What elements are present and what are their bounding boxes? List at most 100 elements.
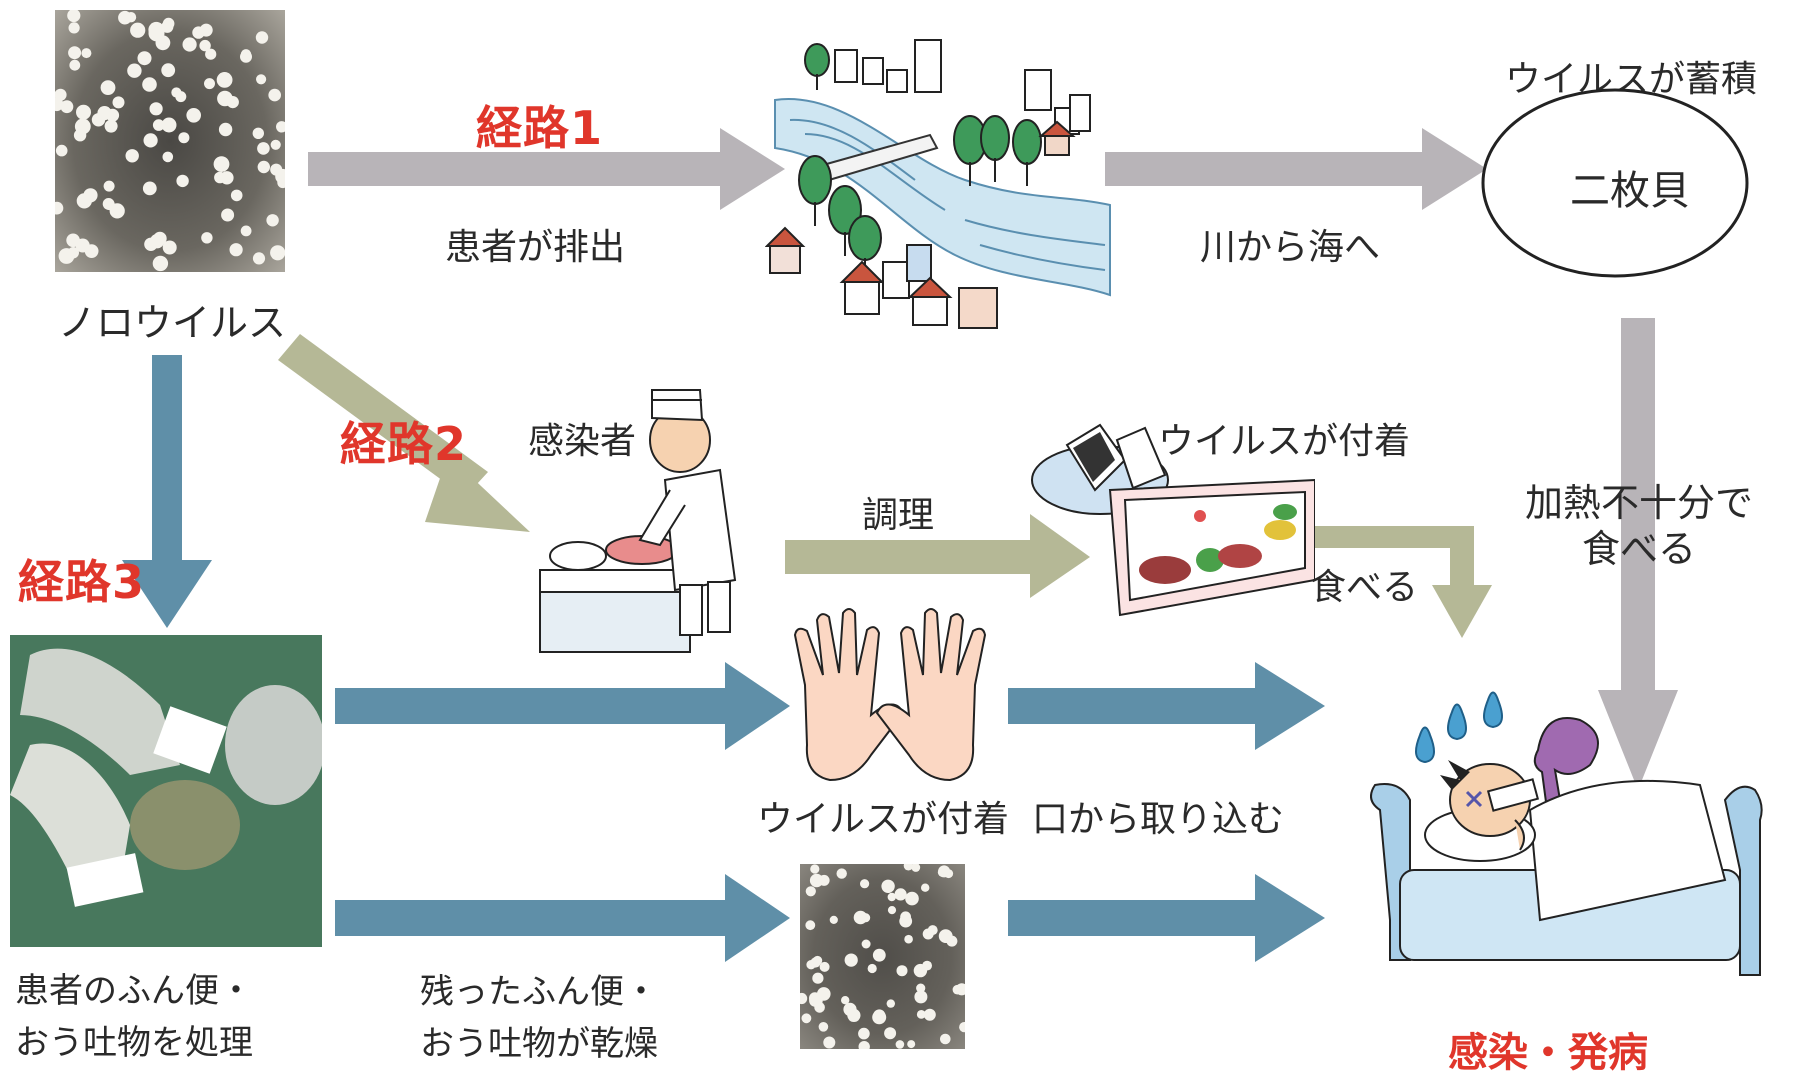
virus-particle xyxy=(860,879,870,889)
virus-particle xyxy=(252,127,264,139)
virus-particle xyxy=(810,864,820,874)
cook-illustration xyxy=(530,370,780,655)
virus-particle xyxy=(104,119,118,133)
virus-particle xyxy=(162,240,177,255)
virus-particle xyxy=(940,1033,951,1045)
virus-particle xyxy=(142,77,157,92)
virus-particle xyxy=(162,151,174,163)
virus-particle xyxy=(73,129,87,142)
virus-particle xyxy=(81,48,92,59)
virus-particle xyxy=(257,160,270,174)
virus-particle xyxy=(887,906,897,915)
cleanup-photo xyxy=(10,635,322,947)
virus-particle xyxy=(955,983,965,996)
virus-particle xyxy=(186,108,201,123)
virus-particle xyxy=(938,865,951,878)
virus-particle xyxy=(905,891,919,906)
arrow-route3-dried xyxy=(335,874,790,962)
virus-particle xyxy=(270,139,281,150)
bivalve-label: 二枚貝 xyxy=(1570,168,1690,214)
virus-particle xyxy=(55,144,68,157)
virus-particle xyxy=(858,1041,870,1049)
virus-particle xyxy=(100,80,116,95)
virus-particle xyxy=(872,1010,887,1025)
eat-label: 食べる xyxy=(1310,567,1419,608)
virus-particle xyxy=(199,39,211,52)
virus-particle xyxy=(67,247,79,259)
sick-person-illustration xyxy=(1370,690,1770,990)
virus-particle xyxy=(230,189,243,202)
bivalve-node: 二枚貝 xyxy=(1480,86,1750,280)
arrow-route3-down xyxy=(122,355,212,628)
virus-particle xyxy=(101,107,112,118)
virus-particle xyxy=(861,939,871,949)
virus-particle xyxy=(218,122,233,137)
virus-particle xyxy=(801,1013,812,1024)
virus-particle xyxy=(911,864,921,872)
virus-particle xyxy=(76,193,92,209)
virus-particle xyxy=(872,948,886,962)
virus-particle xyxy=(69,59,81,71)
ingest-mouth-label: 口から取り込む xyxy=(1032,799,1285,840)
arrow-route2-cooking xyxy=(785,514,1090,598)
route3-label: 経路3 xyxy=(18,555,146,609)
virus-particle xyxy=(216,72,233,88)
virus-particle xyxy=(887,892,896,902)
virus-particle xyxy=(277,177,285,189)
arrow-route2-eat xyxy=(1312,526,1492,638)
virus-particle xyxy=(240,225,252,237)
virus-particle xyxy=(257,142,270,155)
virus-particle xyxy=(55,201,64,215)
virus-particle xyxy=(829,915,838,924)
virus-particle xyxy=(76,104,91,120)
virus-particle xyxy=(112,96,125,109)
arrow-route1-river-sea xyxy=(1105,128,1487,210)
dried-virus-micrograph xyxy=(800,864,965,1049)
virus-particle xyxy=(844,953,858,967)
virus-particle xyxy=(125,149,139,163)
norovirus-micrograph xyxy=(55,10,285,272)
virus-particle xyxy=(130,22,146,38)
virus-particle xyxy=(847,1008,861,1022)
virus-particle xyxy=(812,972,824,984)
virus-particle xyxy=(182,37,197,52)
virus-particle xyxy=(125,12,137,23)
virus-particle xyxy=(899,914,913,928)
virus-particle xyxy=(886,999,895,1008)
cooking-label: 調理 xyxy=(862,495,935,536)
virus-particle xyxy=(800,992,808,1005)
virus-particle xyxy=(143,133,158,148)
virus-particle xyxy=(102,198,115,210)
arrow-route2-diagonal xyxy=(278,334,530,532)
virus-particle xyxy=(201,232,213,244)
arrow-route1-excrete xyxy=(308,128,785,210)
virus-particle xyxy=(818,992,827,1001)
virus-particle xyxy=(68,46,82,60)
virus-particle xyxy=(256,74,267,85)
virus-particle xyxy=(921,883,930,892)
virus-particle xyxy=(884,1027,897,1040)
virus-particle xyxy=(836,868,847,879)
virus-particle xyxy=(252,252,266,265)
virus-particle xyxy=(192,26,205,39)
virus-particle xyxy=(903,864,914,871)
virus-particle xyxy=(823,1036,836,1049)
virus-particle xyxy=(255,31,269,44)
virus-particle xyxy=(205,48,217,60)
virus-particle xyxy=(904,934,913,944)
virus-particle xyxy=(916,1010,926,1019)
virus-particle xyxy=(171,87,182,98)
virus-particle xyxy=(959,1022,965,1033)
virus-particle xyxy=(148,21,165,38)
dried-residue-label: 残ったふん便・ おう吐物が乾燥 xyxy=(420,972,658,1064)
virus-particle xyxy=(853,910,868,925)
virus-particle xyxy=(805,886,816,897)
virus-particle xyxy=(152,119,165,131)
virus-particle xyxy=(858,1027,870,1040)
infected-person-label: 感染者 xyxy=(528,421,637,462)
virus-particle xyxy=(270,163,283,176)
virus-particle xyxy=(270,245,285,261)
outcome-label: 感染・発病 xyxy=(1448,1030,1648,1076)
virus-particle xyxy=(152,255,169,272)
